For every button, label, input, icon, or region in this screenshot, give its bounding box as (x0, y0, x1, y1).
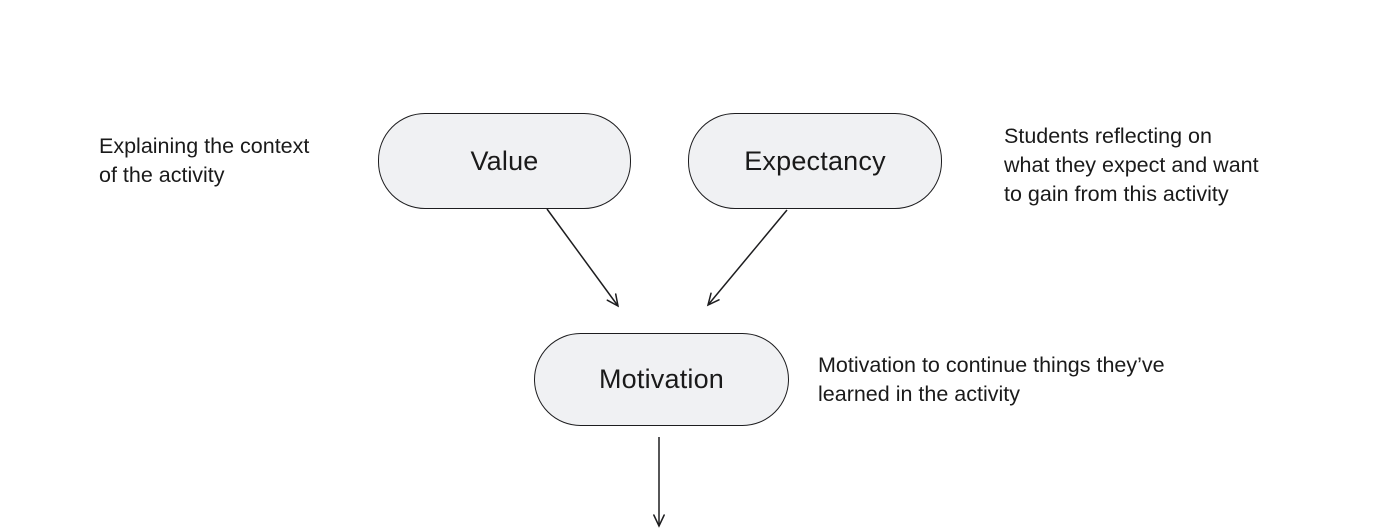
node-value-label: Value (470, 145, 539, 176)
node-expectancy-label: Expectancy (744, 145, 886, 176)
node-expectancy: Expectancy (688, 113, 942, 209)
node-motivation-label: Motivation (598, 364, 725, 394)
motivation-annotation: Motivation to continue things they’ve le… (818, 353, 1165, 406)
edge-expectancy-to-motivation (706, 209, 788, 307)
edge-value-to-motivation (546, 208, 620, 308)
value-annotation: Explaining the context of the activity (99, 134, 310, 187)
node-value: Value (378, 113, 631, 209)
expectancy-annotation: Students reflecting on what they expect … (1004, 124, 1259, 206)
node-motivation: Motivation (534, 333, 789, 426)
